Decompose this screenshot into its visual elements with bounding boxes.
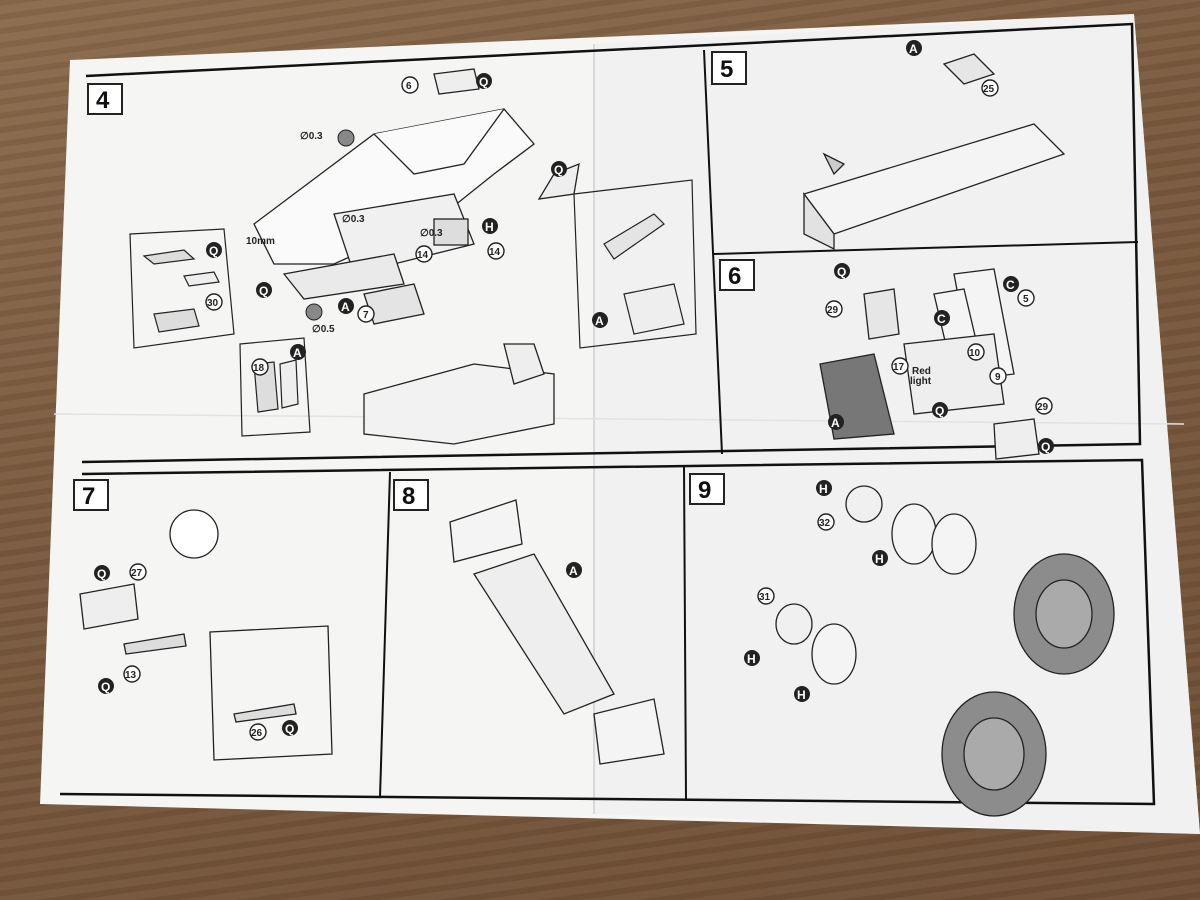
callout-9: 9 [995, 372, 1001, 383]
step-7-number: 7 [82, 483, 95, 510]
callout-q-inset: Q [209, 244, 218, 258]
step-6-number: 6 [728, 263, 741, 290]
step-8-number: 8 [402, 483, 415, 510]
top-panel-border [81, 22, 1142, 464]
dim-0-3-top: ∅0.3 [300, 131, 323, 142]
callout-29-bottom: 29 [1037, 402, 1049, 413]
step-7-label: 7 [73, 479, 109, 511]
callout-14-right: 14 [489, 247, 501, 258]
callout-h-top: H [819, 482, 828, 496]
callout-a-step5: A [909, 42, 918, 56]
callout-31: 31 [759, 592, 771, 603]
step-4-callouts: 6 Q Q H 14 14 Q Q 30 A 7 18 A A ∅0.3 ∅0.… [205, 73, 608, 376]
step-9-wheels-drawing [775, 485, 1115, 817]
step-4-label: 4 [87, 83, 123, 115]
step-5-label: 5 [711, 51, 747, 85]
step-4-inset-seat [573, 179, 697, 349]
callout-17: 17 [893, 362, 905, 373]
callout-13: 13 [125, 670, 137, 681]
instruction-sheet-drawing: 4 5 6 7 8 9 [40, 14, 1200, 834]
callout-7: 7 [363, 310, 369, 321]
callout-32: 32 [819, 518, 831, 529]
step-4-car-body-drawing [253, 68, 580, 445]
panel-divider-4-5 [703, 49, 723, 455]
step-5-number: 5 [720, 56, 733, 83]
step-7-parts-drawing [79, 509, 333, 761]
callout-q-step7-bottom: Q [101, 680, 110, 694]
step-7-callouts: Q 27 13 Q 26 Q [94, 563, 298, 741]
callout-30: 30 [207, 298, 219, 309]
callout-5: 5 [1023, 294, 1029, 305]
horizontal-fold [53, 413, 1185, 425]
step-8-label: 8 [393, 479, 429, 511]
callout-h-left: H [747, 652, 756, 666]
step-9-label: 9 [689, 473, 725, 505]
step-9-number: 9 [698, 477, 711, 504]
panel-divider-8-9 [683, 465, 687, 801]
dim-0-3-mid: ∅0.3 [342, 214, 365, 225]
callout-h-mid: H [875, 552, 884, 566]
dim-10mm: 10mm [246, 236, 275, 247]
callout-q-side: Q [554, 163, 563, 177]
step-8-parts-drawing [449, 499, 665, 765]
instruction-sheet: 4 5 6 7 8 9 [34, 14, 1200, 874]
callout-q-step6-bottom: Q [1041, 440, 1050, 454]
step-5-chassis-drawing [802, 53, 1066, 251]
callout-q-step6-mid: Q [935, 404, 944, 418]
callout-h-bottom: H [797, 688, 806, 702]
dim-0-3-right: ∅0.3 [420, 228, 443, 239]
callout-25: 25 [983, 84, 995, 95]
callout-29-top: 29 [827, 305, 839, 316]
callout-h: H [485, 220, 494, 234]
callout-a-seat: A [595, 314, 604, 328]
callout-6: 6 [406, 81, 412, 92]
step-4-number: 4 [96, 87, 110, 114]
callout-q-step6-top: Q [837, 265, 846, 279]
callout-q-step7-top: Q [97, 567, 106, 581]
step-8-callouts: A [566, 562, 582, 578]
callout-14-left: 14 [417, 250, 429, 261]
callout-a-center: A [341, 300, 350, 314]
callout-q-step7-inset: Q [285, 722, 294, 736]
callout-10: 10 [969, 348, 981, 359]
panel-divider-7-8 [379, 471, 391, 798]
callout-q-top: Q [479, 75, 488, 89]
callout-18: 18 [253, 363, 265, 374]
callout-a-step8: A [569, 564, 578, 578]
callout-27: 27 [131, 568, 143, 579]
step-4-inset-left [129, 228, 235, 349]
callout-a-step6: A [831, 416, 840, 430]
step-9-callouts: H 32 H 31 H H [744, 480, 888, 702]
step-5-callouts: A 25 [906, 40, 999, 97]
step-6-label: 6 [719, 259, 755, 291]
bottom-panel-border [59, 458, 1156, 806]
callout-q-left: Q [259, 284, 268, 298]
callout-26: 26 [251, 728, 263, 739]
dim-0-5: ∅0.5 [312, 324, 335, 335]
panel-divider-5-6 [713, 241, 1139, 255]
step-6-callouts: Q 29 C 5 C 10 9 17 A Q 29 Q Red light [825, 263, 1054, 454]
red-light-note-1: Red [912, 366, 931, 377]
red-light-note-2: light [910, 376, 932, 387]
callout-c-top: C [1006, 278, 1015, 292]
callout-a-pedals: A [293, 346, 302, 360]
callout-c-mid: C [937, 312, 946, 326]
